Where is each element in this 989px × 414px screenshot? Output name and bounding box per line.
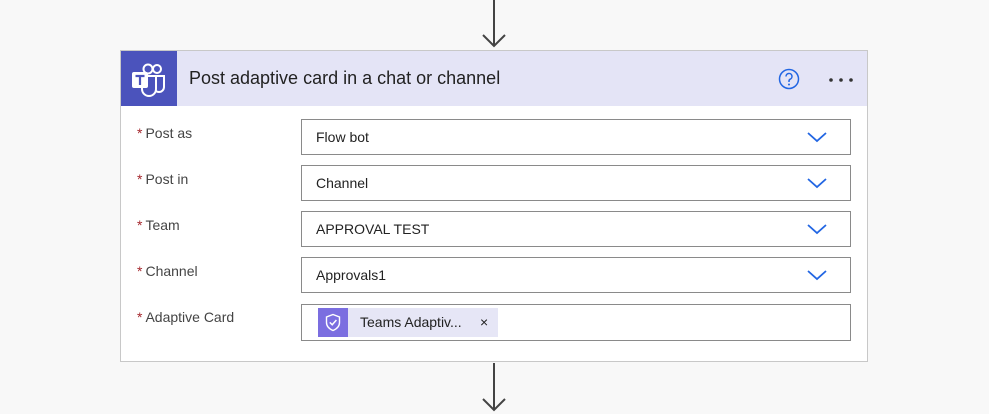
- field-post-in: *Post in Channel: [121, 165, 867, 201]
- post-as-dropdown[interactable]: Flow bot: [301, 119, 851, 155]
- field-value: Flow bot: [316, 129, 369, 145]
- flow-connector-arrow-bottom: [482, 363, 506, 412]
- dynamic-content-token[interactable]: Teams Adaptiv... ×: [318, 308, 498, 337]
- action-card-header[interactable]: Post adaptive card in a chat or channel: [121, 51, 867, 106]
- field-adaptive-card: *Adaptive Card Teams Adaptiv... ×: [121, 303, 867, 341]
- field-team: *Team APPROVAL TEST: [121, 211, 867, 247]
- chevron-down-icon[interactable]: [806, 176, 828, 190]
- field-label-text: Team: [145, 217, 180, 233]
- field-label-text: Adaptive Card: [145, 309, 235, 325]
- chevron-down-icon[interactable]: [806, 268, 828, 282]
- field-value: APPROVAL TEST: [316, 221, 430, 237]
- field-label-text: Channel: [145, 263, 198, 279]
- help-icon[interactable]: [778, 68, 800, 90]
- required-marker: *: [137, 217, 143, 233]
- teams-icon: [121, 51, 177, 106]
- field-channel: *Channel Approvals1: [121, 257, 867, 293]
- remove-token-icon[interactable]: ×: [480, 314, 489, 330]
- more-options-icon[interactable]: [826, 70, 856, 90]
- field-label: *Adaptive Card: [137, 309, 234, 325]
- field-label: *Team: [137, 217, 180, 233]
- token-label: Teams Adaptiv...: [360, 314, 462, 330]
- adaptive-card-input[interactable]: Teams Adaptiv... ×: [301, 304, 851, 341]
- required-marker: *: [137, 125, 143, 141]
- channel-dropdown[interactable]: Approvals1: [301, 257, 851, 293]
- field-label: *Channel: [137, 263, 198, 279]
- chevron-down-icon[interactable]: [806, 130, 828, 144]
- approval-icon: [318, 308, 348, 337]
- post-in-dropdown[interactable]: Channel: [301, 165, 851, 201]
- required-marker: *: [137, 171, 143, 187]
- required-marker: *: [137, 263, 143, 279]
- flow-connector-arrow-top: [482, 0, 506, 48]
- field-label: *Post in: [137, 171, 188, 187]
- chevron-down-icon[interactable]: [806, 222, 828, 236]
- field-value: Channel: [316, 175, 369, 191]
- field-label-text: Post in: [145, 171, 189, 187]
- team-dropdown[interactable]: APPROVAL TEST: [301, 211, 851, 247]
- action-card: Post adaptive card in a chat or channel …: [120, 50, 868, 362]
- required-marker: *: [137, 309, 143, 325]
- field-post-as: *Post as Flow bot: [121, 119, 867, 155]
- field-label: *Post as: [137, 125, 192, 141]
- field-label-text: Post as: [145, 125, 193, 141]
- action-title: Post adaptive card in a chat or channel: [189, 68, 501, 88]
- field-value: Approvals1: [316, 267, 387, 283]
